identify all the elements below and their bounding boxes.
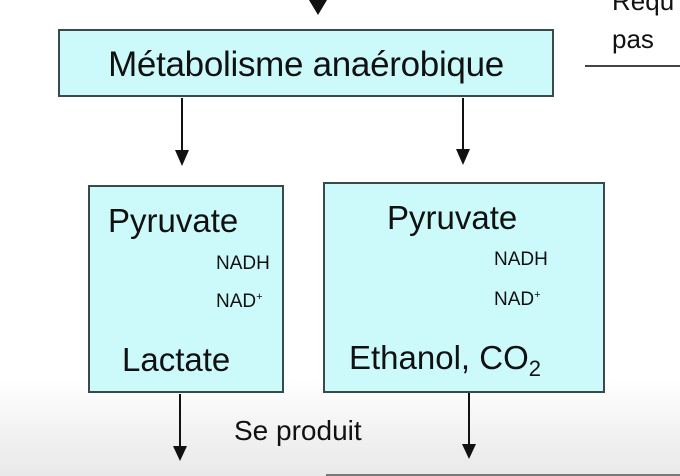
lactic-fermentation-box: [88, 185, 284, 393]
alcoholic-fermentation-box: [323, 182, 605, 393]
occurs-label: Se produit: [234, 415, 362, 446]
alcoholic-cofactor-out: NAD+: [494, 289, 541, 310]
side-note-line2: pas: [612, 24, 654, 54]
anaerobic-metabolism-box: Métabolisme anaérobique: [58, 29, 554, 97]
lactic-substrate: Pyruvate: [108, 202, 239, 239]
side-note-line1: Requ: [612, 0, 675, 16]
alcoholic-cofactor-in: NADH: [494, 249, 548, 270]
arrow-from-lactic-branch: [173, 394, 187, 461]
lactic-product: Lactate: [122, 341, 231, 378]
anaerobic-metabolism-label: Métabolisme anaérobique: [108, 45, 504, 84]
lactic-cofactor-in: NADH: [216, 253, 270, 274]
arrow-to-lactic-branch: [175, 98, 189, 166]
arrow-from-alcoholic-branch: [462, 393, 476, 459]
alcoholic-product: Ethanol, CO2: [349, 339, 542, 381]
incoming-arrow: [309, 0, 327, 15]
alcoholic-substrate: Pyruvate: [387, 199, 518, 236]
lactic-cofactor-out: NAD+: [216, 291, 263, 312]
arrow-to-alcoholic-branch: [456, 98, 470, 165]
